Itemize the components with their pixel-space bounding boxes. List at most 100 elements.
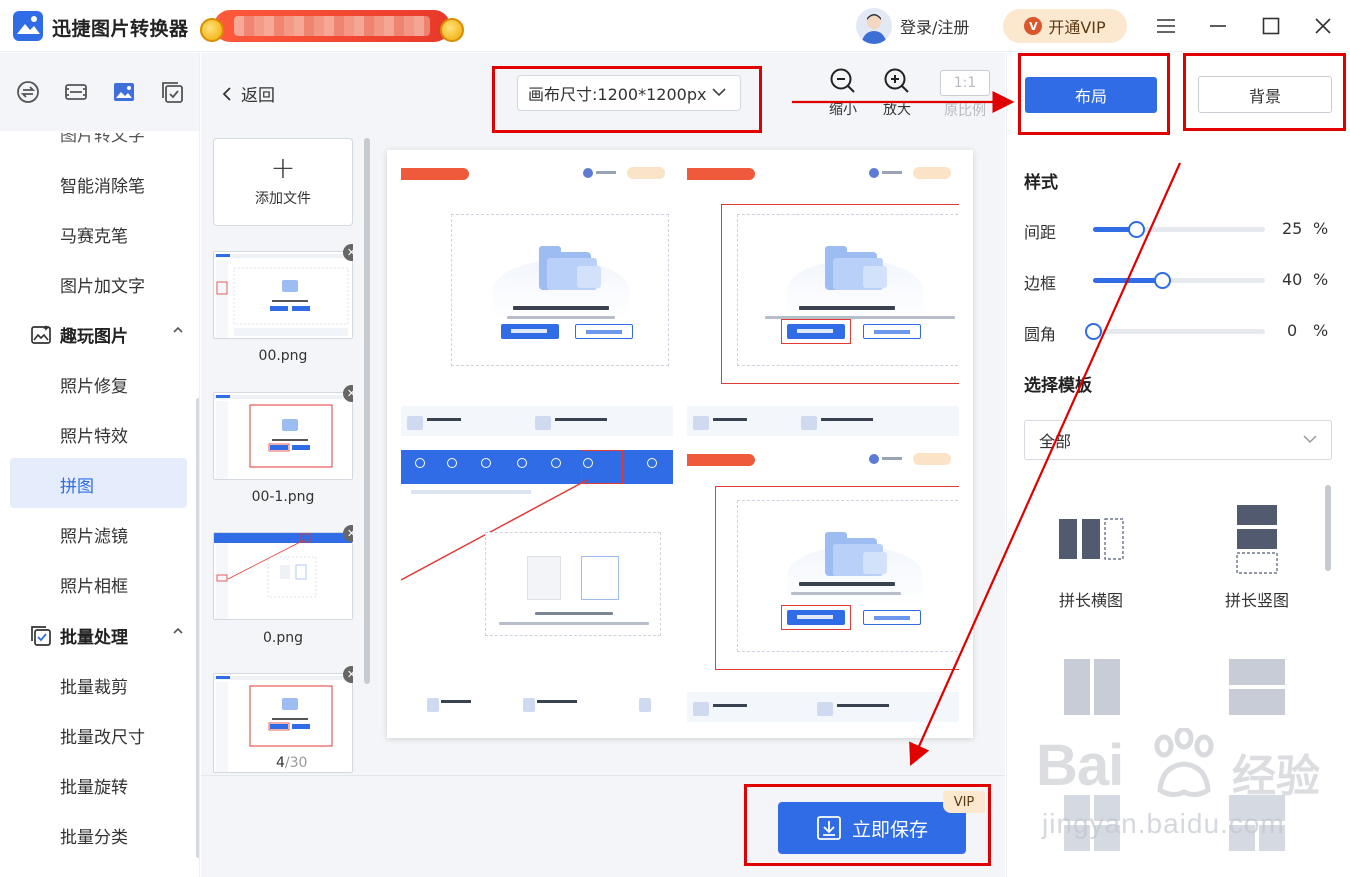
maximize-icon[interactable]	[1257, 12, 1285, 40]
vip-gem-icon: V	[1024, 17, 1043, 35]
thumbnail-scrollbar[interactable]	[364, 138, 370, 684]
app-logo-icon	[13, 11, 43, 41]
nav-scrollbar[interactable]	[196, 398, 199, 858]
nav-group-fun-label: 趣玩图片	[60, 327, 128, 347]
nav-item-photo-frame[interactable]: 照片相框	[60, 577, 128, 597]
spacing-unit: %	[1313, 219, 1329, 238]
minimize-icon[interactable]	[1204, 12, 1232, 40]
back-button[interactable]: 返回	[221, 81, 275, 106]
thumbnail-item[interactable]	[213, 251, 353, 339]
border-value: 40	[1282, 270, 1303, 289]
right-panel: 布局 背景 样式 间距 25 % 边框 40 % 圆角 0 % 选择模板 全部 …	[1006, 53, 1350, 877]
batch-group-icon	[31, 625, 51, 646]
avatar	[856, 8, 892, 44]
nav-active-highlight	[10, 458, 187, 508]
original-ratio-button[interactable]: 1:1 原比例	[940, 70, 990, 120]
thumbnail-filename: 00.png	[258, 348, 308, 364]
nav-item-add-text[interactable]: 图片加文字	[60, 277, 145, 297]
batch-icon[interactable]	[160, 80, 184, 104]
border-slider-row: 边框 40 %	[1024, 268, 1334, 293]
menu-icon[interactable]	[1152, 12, 1180, 40]
ocr-icon[interactable]	[64, 80, 88, 104]
template-scrollbar[interactable]	[1325, 485, 1331, 571]
thumbnail-filename: 0.png	[262, 630, 303, 646]
template-long-horizontal[interactable]: 拼长横图	[1016, 505, 1166, 611]
nav-top-icons	[0, 53, 199, 131]
long-horizontal-template-icon	[1059, 518, 1124, 560]
style-section-title: 样式	[1024, 173, 1058, 193]
template-two-columns[interactable]	[1064, 659, 1120, 715]
remove-thumbnail-icon[interactable]: ✕	[343, 666, 353, 683]
add-file-button[interactable]: + 添加文件	[213, 138, 353, 226]
template-grid[interactable]	[1064, 795, 1120, 851]
ratio-label: 原比例	[944, 103, 986, 119]
nav-group-batch[interactable]: 批量处理	[30, 623, 183, 648]
zoom-out-button[interactable]: 缩小	[829, 67, 857, 119]
thumbnail-preview	[214, 533, 352, 619]
collage-preview[interactable]	[387, 150, 973, 738]
remove-thumbnail-icon[interactable]: ✕	[343, 244, 353, 261]
border-slider[interactable]	[1093, 272, 1265, 289]
nav-item-photo-effects[interactable]: 照片特效	[60, 427, 128, 447]
thumbnail-item[interactable]	[213, 392, 353, 480]
template-long-vertical[interactable]: 拼长竖图	[1182, 505, 1332, 611]
chevron-up-icon	[172, 324, 184, 340]
nav-item-collage[interactable]: 拼图	[60, 477, 94, 497]
template-two-rows[interactable]	[1229, 659, 1285, 715]
radius-label: 圆角	[1024, 325, 1057, 344]
collage-cell[interactable]	[687, 164, 959, 436]
thumbnail-preview	[214, 674, 352, 772]
thumbnail-item[interactable]	[213, 532, 353, 620]
close-icon[interactable]	[1309, 12, 1337, 40]
radius-unit: %	[1313, 321, 1329, 340]
collage-cell[interactable]	[687, 450, 959, 722]
zoom-in-button[interactable]: 放大	[883, 67, 911, 119]
nav-item-batch-crop[interactable]: 批量裁剪	[60, 678, 128, 698]
nav-group-fun[interactable]: 趣玩图片	[30, 322, 183, 347]
remove-thumbnail-icon[interactable]: ✕	[343, 385, 353, 402]
remove-thumbnail-icon[interactable]: ✕	[343, 525, 353, 542]
back-label: 返回	[241, 86, 275, 106]
slider-knob[interactable]	[1085, 323, 1102, 340]
save-now-button[interactable]: 立即保存	[778, 802, 966, 854]
login-link[interactable]: 登录/注册	[900, 18, 970, 37]
thumbnail-preview	[214, 393, 352, 479]
template-filter-select[interactable]: 全部	[1024, 420, 1332, 460]
user-login[interactable]: 登录/注册	[856, 8, 969, 44]
convert-icon[interactable]	[16, 80, 40, 104]
slider-knob[interactable]	[1153, 272, 1171, 289]
nav-item-ocr[interactable]: 图片转文字	[60, 126, 145, 146]
image-edit-icon[interactable]	[112, 80, 136, 104]
tab-layout[interactable]: 布局	[1025, 77, 1157, 113]
template-grid-alt[interactable]	[1229, 795, 1285, 851]
template-section-title: 选择模板	[1024, 376, 1092, 396]
zoom-in-icon	[884, 68, 909, 93]
canvas-size-select[interactable]: 画布尺寸:1200*1200px	[517, 75, 741, 111]
radius-slider[interactable]	[1085, 323, 1265, 340]
tab-background[interactable]: 背景	[1198, 76, 1332, 113]
collage-cell[interactable]	[401, 450, 673, 722]
save-now-label: 立即保存	[851, 818, 928, 841]
open-vip-button[interactable]: V 开通VIP	[1003, 9, 1127, 43]
thumbnail-item[interactable]	[213, 673, 353, 773]
collage-cell[interactable]	[401, 164, 673, 436]
promo-banner[interactable]	[198, 6, 466, 46]
nav-item-photo-repair[interactable]: 照片修复	[60, 377, 128, 397]
nav-item-photo-filter[interactable]: 照片滤镜	[60, 527, 128, 547]
nav-item-batch-rotate[interactable]: 批量旋转	[60, 778, 128, 798]
zoom-out-label: 缩小	[829, 102, 857, 118]
border-label: 边框	[1024, 274, 1057, 293]
left-nav: 图片转文字 智能消除笔 马赛克笔 图片加文字 趣玩图片 照片修复 照片特效 拼图…	[0, 53, 200, 877]
slider-knob[interactable]	[1128, 221, 1145, 238]
nav-item-batch-classify[interactable]: 批量分类	[60, 828, 128, 848]
thumbnail-filename: 00-1.png	[251, 489, 315, 505]
chevron-left-icon	[222, 86, 231, 101]
nav-item-mosaic[interactable]: 马赛克笔	[60, 227, 128, 247]
app-title: 迅捷图片转换器	[52, 18, 189, 40]
nav-item-batch-resize[interactable]: 批量改尺寸	[60, 728, 145, 748]
nav-item-eraser[interactable]: 智能消除笔	[60, 177, 145, 197]
spacing-slider[interactable]	[1093, 221, 1265, 238]
counter-current: 4	[276, 755, 285, 771]
work-area: 返回 画布尺寸:1200*1200px 缩小 放大 1:1 原比例 + 添加文件	[201, 53, 1005, 877]
border-unit: %	[1313, 270, 1329, 289]
